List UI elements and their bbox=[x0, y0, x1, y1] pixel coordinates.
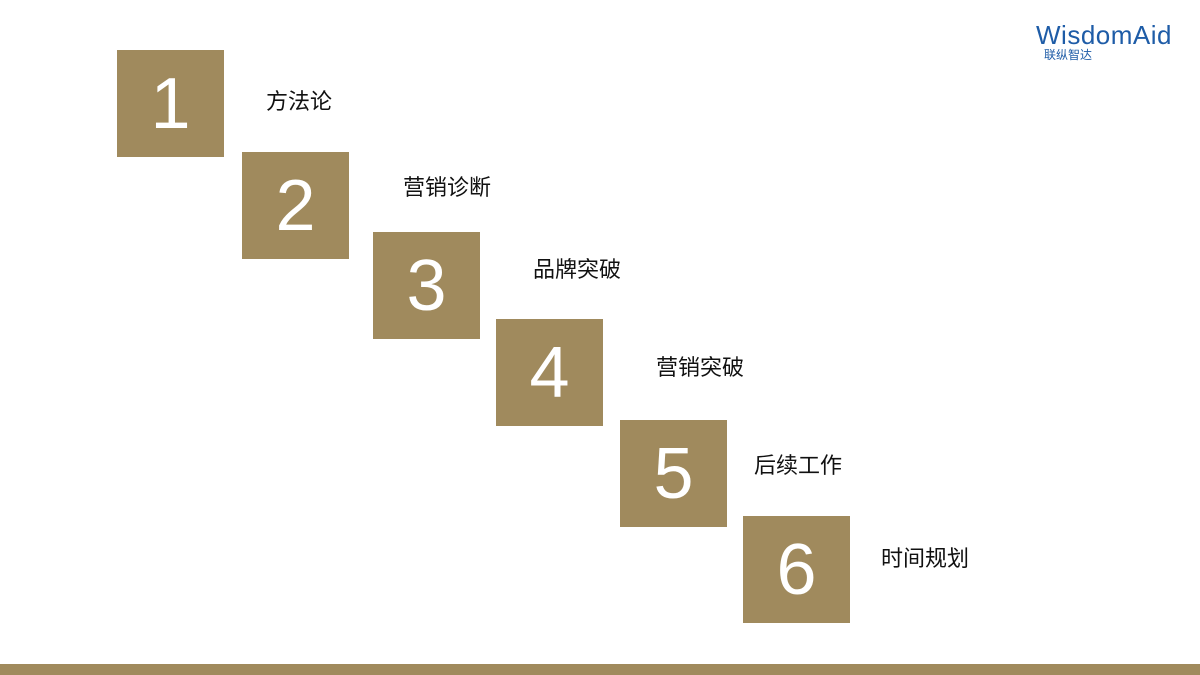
step-4-number: 4 bbox=[529, 332, 570, 413]
step-2-label: 营销诊断 bbox=[403, 176, 492, 201]
wisdomaid-logo: WisdomAid 联纵智达 bbox=[1036, 20, 1200, 68]
step-5-number: 5 bbox=[653, 433, 694, 514]
step-3-label: 品牌突破 bbox=[533, 258, 622, 283]
logo-text-en: WisdomAid bbox=[1036, 20, 1172, 50]
step-6-number: 6 bbox=[776, 529, 817, 610]
bottom-bar bbox=[0, 664, 1200, 675]
step-2-box: 2 bbox=[242, 152, 349, 259]
step-5-box: 5 bbox=[620, 420, 727, 527]
step-2-number: 2 bbox=[275, 165, 316, 246]
step-1-label: 方法论 bbox=[266, 90, 333, 115]
step-4-label: 营销突破 bbox=[656, 356, 745, 381]
step-5-label: 后续工作 bbox=[754, 454, 843, 479]
step-3-number: 3 bbox=[406, 245, 447, 326]
step-1-box: 1 bbox=[117, 50, 224, 157]
step-1-number: 1 bbox=[150, 63, 191, 144]
step-6-label: 时间规划 bbox=[881, 547, 970, 572]
step-6-box: 6 bbox=[743, 516, 850, 623]
logo-text-cn: 联纵智达 bbox=[1044, 48, 1093, 62]
step-3-box: 3 bbox=[373, 232, 480, 339]
step-4-box: 4 bbox=[496, 319, 603, 426]
